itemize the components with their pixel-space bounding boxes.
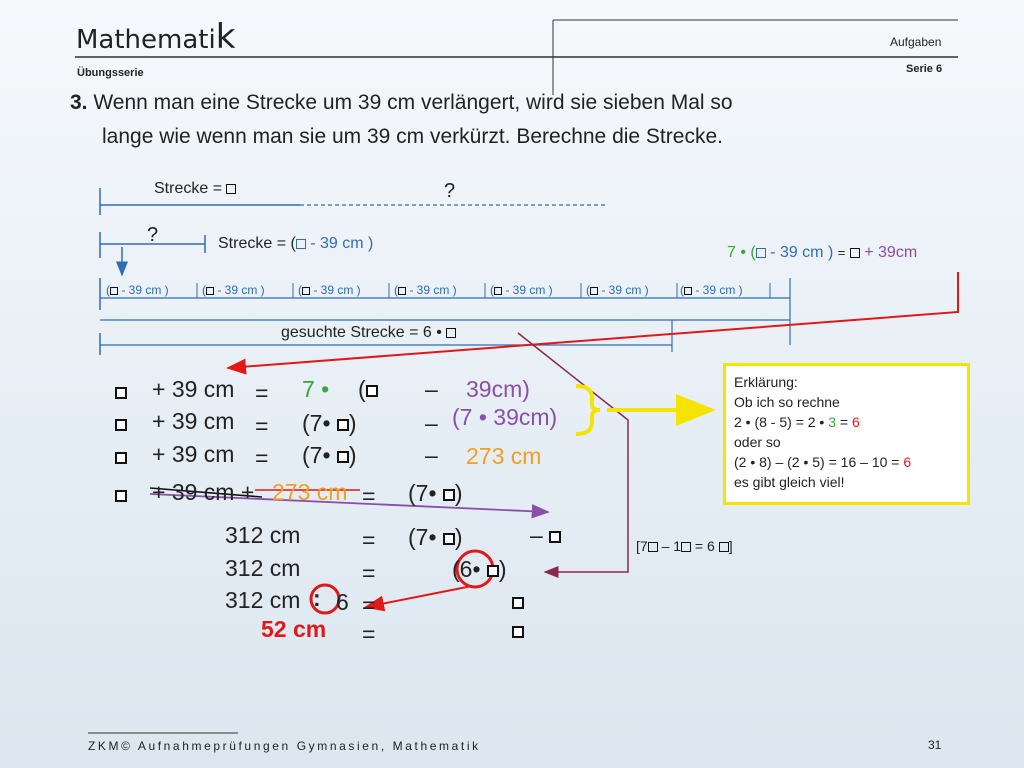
task-line-1: 3. Wenn man eine Strecke um 39 cm verlän… (70, 91, 733, 114)
eq2-equals: = (255, 413, 269, 439)
strecke-label: Strecke = (154, 180, 237, 198)
explanation-line-5: (2 • 8) – (2 • 5) = 16 – 10 = 6 (734, 454, 912, 470)
unknown-box-icon (336, 418, 349, 431)
unknown-box-icon (115, 418, 127, 431)
question-mark-1: ? (444, 180, 456, 202)
segment-7: ( - 39 cm ) (680, 283, 743, 297)
eq-row-2 (115, 410, 127, 437)
unknown-box-icon (681, 542, 692, 553)
eq-row-1 (115, 378, 127, 405)
segment-6: ( - 39 cm ) (586, 283, 649, 297)
eq1-value: 39cm) (466, 376, 530, 402)
eq7-six: 6 (336, 589, 349, 615)
eq4-added: 273 cm (272, 479, 348, 505)
eq2-seven: (7• ) (302, 410, 357, 436)
segment-4: ( - 39 cm ) (394, 283, 457, 297)
eq1-seven: 7 • (302, 376, 330, 402)
unknown-box-icon (442, 488, 455, 501)
eq5-equals: = (362, 527, 376, 553)
eq6-left: 312 cm (225, 555, 301, 581)
eq7-box (512, 588, 524, 615)
eq1-plus: + 39 cm (152, 376, 235, 402)
eq3-seven: (7• ) (302, 442, 357, 468)
unknown-box-icon (849, 247, 860, 258)
eq6-six: (6• ) (452, 556, 507, 582)
eq7-divide: : (313, 585, 321, 611)
page-title: Mathematik (76, 17, 236, 57)
eq1-minus: – (425, 376, 438, 402)
eq-row-3 (115, 443, 127, 470)
unknown-box-icon (295, 238, 306, 249)
seven-times-label: 7 • ( - 39 cm ) = + 39cm (727, 244, 918, 261)
eq2-minus: – (425, 410, 438, 436)
question-mark-2: ? (147, 224, 159, 246)
eq-row-4 (115, 481, 127, 508)
explanation-title: Erklärung: (734, 374, 798, 390)
segment-3: ( - 39 cm ) (298, 283, 361, 297)
eq3-minus: – (425, 442, 438, 468)
eq1-equals: = (255, 380, 269, 406)
explanation-line-4: oder so (734, 434, 781, 450)
unknown-box-icon (647, 542, 658, 553)
eq4-equals: = (362, 483, 376, 509)
unknown-box-icon (718, 542, 729, 553)
eq7-left: 312 cm (225, 587, 301, 613)
series-label: Übungsserie (77, 67, 144, 79)
segment-2: ( - 39 cm ) (202, 283, 265, 297)
eq3-value: 273 cm (466, 443, 542, 469)
unknown-box-icon (442, 532, 455, 545)
eq2-value: (7 • 39cm) (452, 404, 558, 430)
segment-5: ( - 39 cm ) (490, 283, 553, 297)
eq5-minus: – (530, 522, 562, 549)
unknown-box-icon (446, 327, 457, 338)
eq1-paren: ( (358, 376, 378, 403)
series-number: Serie 6 (906, 63, 943, 75)
unknown-box-icon (512, 625, 524, 638)
unknown-box-icon (115, 489, 127, 502)
unknown-box-icon (486, 564, 499, 577)
eq5-left: 312 cm (225, 522, 301, 548)
eq5-seven: (7• ) (408, 524, 463, 550)
unknown-box-icon (549, 530, 562, 543)
eq4-seven: (7• ) (408, 480, 463, 506)
gesuchte-strecke-label: gesuchte Strecke = 6 • (281, 324, 457, 342)
eq7-equals: = (362, 592, 376, 618)
explanation-line-6: es gibt gleich viel! (734, 474, 845, 490)
unknown-box-icon (115, 451, 127, 464)
page-number: 31 (928, 738, 942, 752)
eq2-plus: + 39 cm (152, 408, 235, 434)
result-value: 52 cm (261, 616, 327, 642)
footer-text: ZKM© Aufnahmeprüfungen Gymnasien, Mathem… (88, 739, 481, 753)
eq8-box (512, 617, 524, 644)
eq4-plus: + 39 cm + (152, 479, 255, 505)
unknown-box-icon (226, 183, 237, 194)
eq3-equals: = (255, 445, 269, 471)
explanation-line-3: 2 • (8 - 5) = 2 • 3 = 6 (734, 414, 860, 430)
unknown-box-icon (365, 384, 378, 397)
eq3-plus: + 39 cm (152, 441, 235, 467)
strecke-minus-label: Strecke = ( - 39 cm ) (218, 235, 374, 252)
section-label: Aufgaben (890, 35, 942, 49)
explanation-line-2: Ob ich so rechne (734, 394, 840, 410)
eq6-equals: = (362, 560, 376, 586)
unknown-box-icon (755, 247, 766, 258)
unknown-box-icon (336, 450, 349, 463)
unknown-box-icon (115, 386, 127, 399)
eq-note: [7 – 1 = 6 ] (636, 538, 733, 554)
task-line-2: lange wie wenn man sie um 39 cm verkürzt… (102, 125, 723, 148)
explanation-box: Erklärung: Ob ich so rechne 2 • (8 - 5) … (723, 363, 970, 505)
segment-1: ( - 39 cm ) (106, 283, 169, 297)
unknown-box-icon (512, 596, 524, 609)
eq8-equals: = (362, 621, 376, 647)
